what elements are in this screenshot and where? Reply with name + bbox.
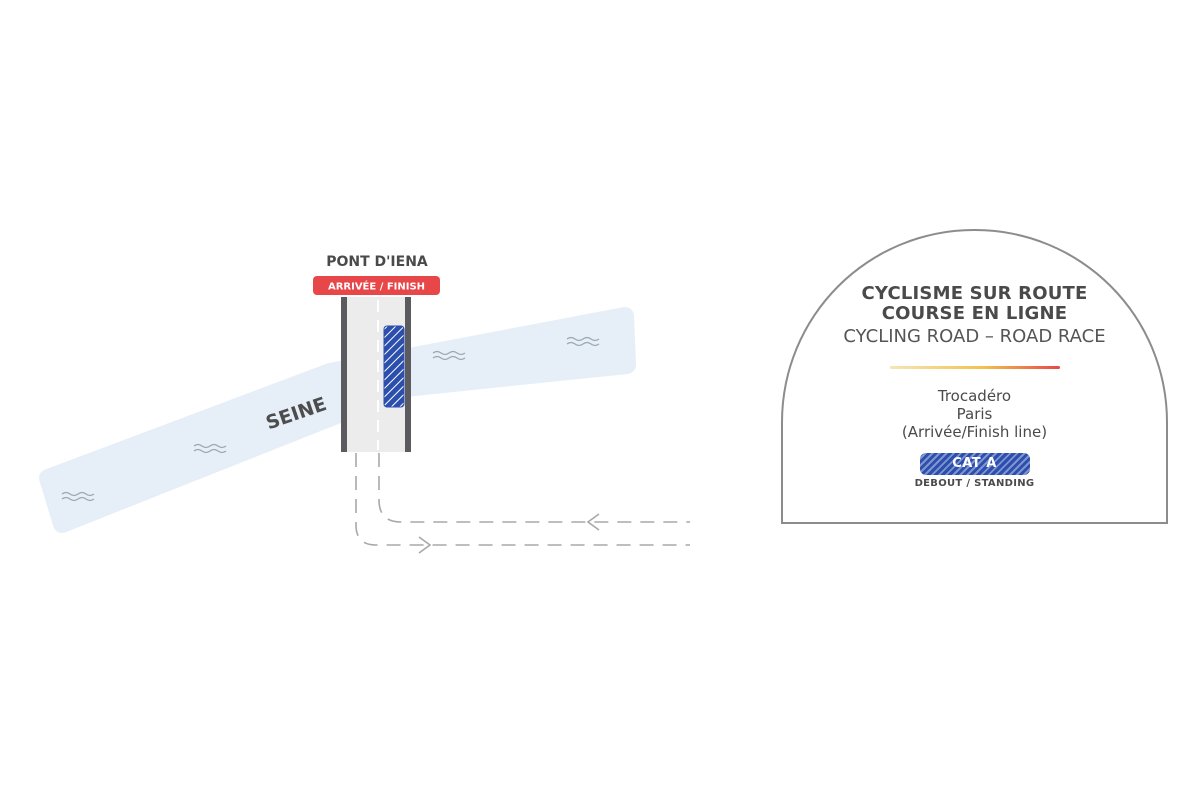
venue-city: Paris	[956, 405, 993, 423]
wave-icon	[566, 336, 600, 347]
bridge-label: PONT D'IENA	[326, 254, 428, 270]
venue-block: Trocadéro Paris (Arrivée/Finish line)	[902, 387, 1047, 441]
venue-name: Trocadéro	[937, 387, 1012, 405]
bridge-road	[341, 297, 411, 452]
left-arrow-icon	[586, 513, 600, 531]
right-arrow-icon	[418, 536, 432, 554]
wave-icon	[432, 350, 466, 361]
card-base-line	[781, 522, 1168, 524]
seine-river	[39, 307, 636, 533]
event-subtitle: CYCLING ROAD – ROAD RACE	[843, 326, 1106, 347]
route-path	[355, 453, 690, 546]
finish-badge-label: ARRIVÉE / FINISH	[328, 280, 425, 293]
finish-badge: ARRIVÉE / FINISH	[313, 276, 440, 295]
category-badge: CAT A	[919, 453, 1030, 475]
wave-icon	[61, 491, 95, 502]
venue-note: (Arrivée/Finish line)	[901, 423, 1048, 441]
standing-label: DEBOUT / STANDING	[914, 478, 1035, 489]
event-title-line2: COURSE EN LIGNE	[881, 303, 1068, 324]
divider	[889, 366, 1060, 369]
category-a-area[interactable]	[383, 325, 405, 408]
event-title-line1: CYCLISME SUR ROUTE	[861, 283, 1088, 304]
wave-icon	[193, 443, 227, 454]
